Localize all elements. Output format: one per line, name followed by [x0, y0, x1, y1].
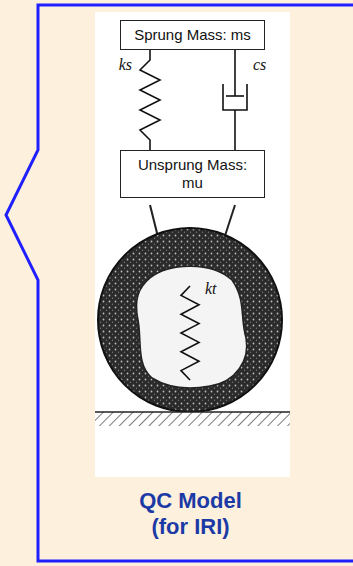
tire-stiffness-label: kt — [203, 280, 219, 298]
mass-label: Unsprung Mass: mu — [129, 156, 256, 192]
image-panel — [95, 12, 290, 477]
spring-connector — [140, 50, 160, 150]
caption: QC Model (for IRI) — [128, 488, 253, 540]
mass-box: Sprung Mass: ms — [120, 20, 265, 50]
damper-connector — [223, 50, 247, 150]
mass-box: Unsprung Mass: mu — [120, 150, 265, 198]
callout-frame — [6, 5, 353, 561]
parameter-label: ks — [117, 56, 134, 74]
mass-label: Sprung Mass: ms — [129, 26, 256, 44]
parameter-label: cs — [251, 56, 268, 74]
tire-illustration — [95, 205, 290, 426]
